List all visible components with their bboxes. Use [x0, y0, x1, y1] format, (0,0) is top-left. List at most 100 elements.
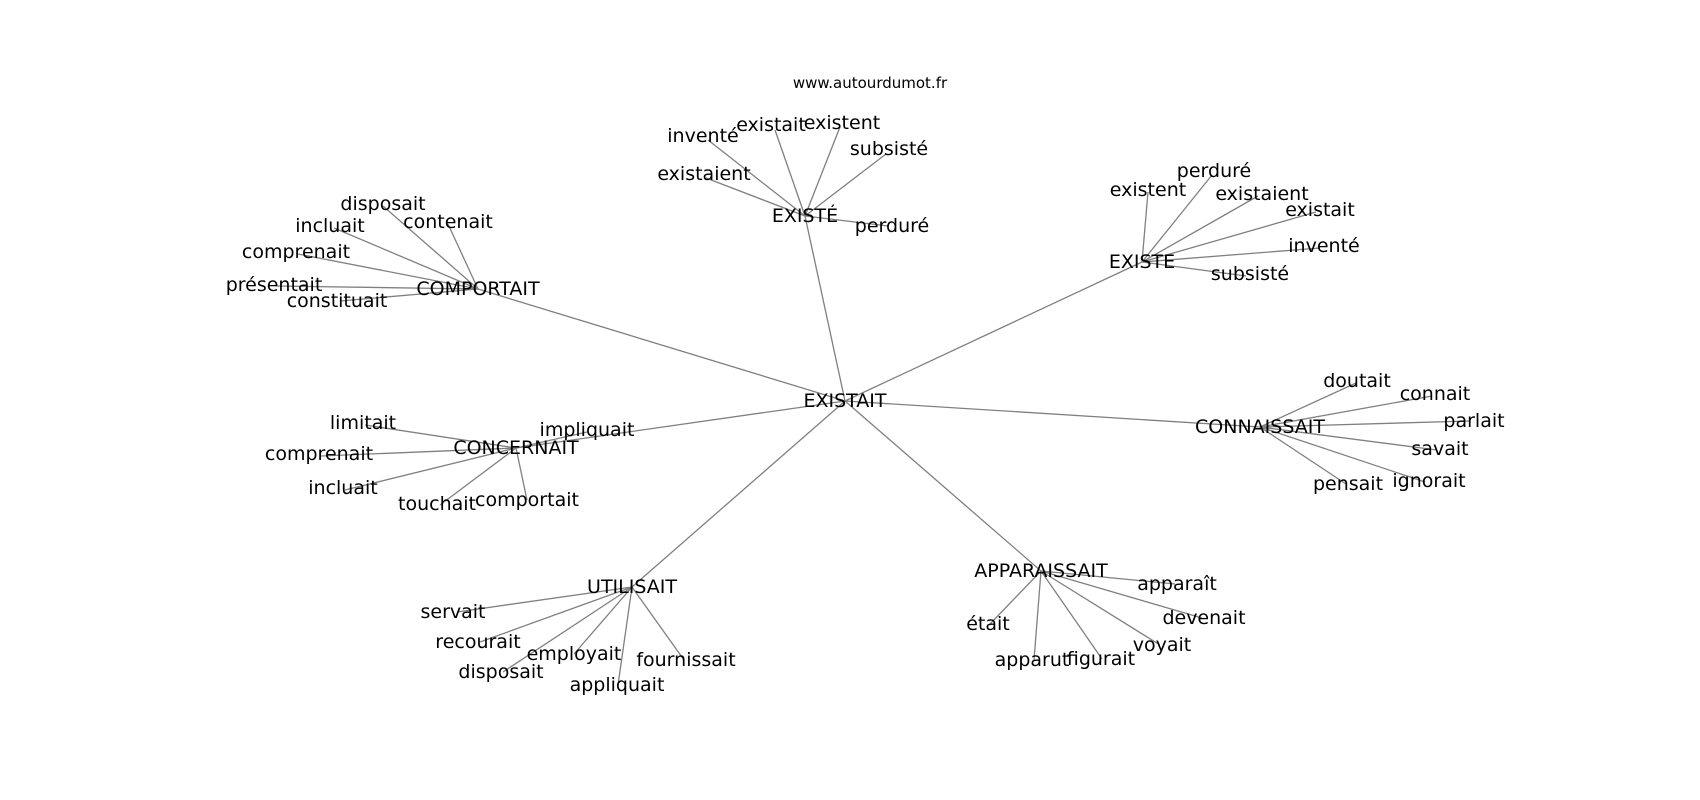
leaf-word[interactable]: figurait: [1067, 648, 1135, 670]
leaf-word[interactable]: apparut: [995, 649, 1070, 671]
edge-hub-leaf: [447, 223, 479, 290]
edge-hub-leaf: [1033, 570, 1042, 661]
leaf-word[interactable]: disposait: [340, 193, 425, 215]
leaf-word[interactable]: existaient: [657, 163, 750, 185]
leaf-word[interactable]: incluait: [295, 215, 364, 237]
leaf-word[interactable]: comprenait: [242, 241, 350, 263]
leaf-word[interactable]: employait: [527, 643, 622, 665]
edge-hub-leaf: [339, 288, 479, 302]
leaf-word[interactable]: touchait: [398, 493, 476, 515]
watermark-text: www.autourdumot.fr: [793, 74, 948, 92]
leaf-word[interactable]: perduré: [855, 215, 929, 237]
leaf-word[interactable]: comportait: [475, 489, 579, 511]
edge-hub-leaf: [479, 586, 633, 643]
edge-hub-leaf: [1141, 191, 1149, 263]
edge-center-hub: [515, 400, 846, 449]
hub-word[interactable]: UTILISAIT: [587, 576, 677, 598]
edge-hub-leaf: [344, 447, 517, 491]
edges-layer: [275, 126, 1471, 686]
hub-word[interactable]: APPARAISSAIT: [974, 560, 1108, 582]
leaf-word[interactable]: contenait: [403, 211, 493, 233]
leaf-word[interactable]: incluait: [308, 477, 377, 499]
leaf-word[interactable]: appliquait: [570, 674, 665, 696]
leaf-word[interactable]: comprenait: [265, 443, 373, 465]
edge-hub-leaf: [333, 227, 479, 290]
leaf-word[interactable]: subsisté: [850, 138, 928, 160]
leaf-word[interactable]: savait: [1411, 438, 1468, 460]
edge-hub-leaf: [617, 586, 633, 686]
edge-hub-leaf: [364, 424, 517, 449]
leaf-word[interactable]: doutait: [1323, 370, 1391, 392]
edge-hub-leaf: [456, 586, 633, 613]
edge-hub-leaf: [1259, 426, 1347, 485]
edge-hub-leaf: [502, 586, 633, 673]
leaf-word[interactable]: limitait: [330, 412, 396, 434]
edge-center-hub: [844, 261, 1143, 402]
leaf-word[interactable]: existait: [1285, 199, 1355, 221]
edge-hub-leaf: [382, 205, 479, 290]
edge-hub-leaf: [1040, 570, 1161, 646]
edge-center-hub: [477, 288, 846, 402]
leaf-word[interactable]: présentait: [226, 274, 323, 296]
edge-hub-leaf: [275, 285, 479, 290]
edge-center-hub: [844, 400, 1042, 572]
edge-hub-leaf: [320, 447, 517, 457]
edge-hub-leaf: [515, 431, 588, 449]
edge-hub-leaf: [1259, 426, 1426, 483]
leaf-word[interactable]: subsisté: [1211, 263, 1289, 285]
leaf-word[interactable]: inventé: [667, 125, 738, 147]
leaf-word[interactable]: constituait: [287, 290, 388, 312]
leaf-word[interactable]: ignorait: [1392, 470, 1465, 492]
leaf-word[interactable]: impliquait: [540, 419, 635, 441]
center-word[interactable]: EXISTAIT: [803, 390, 886, 412]
leaf-word[interactable]: inventé: [1288, 235, 1359, 257]
leaf-word[interactable]: devenait: [1162, 607, 1245, 629]
leaf-word[interactable]: servait: [420, 601, 485, 623]
leaf-word[interactable]: existent: [804, 112, 880, 134]
hub-word[interactable]: EXISTÉ: [772, 204, 838, 227]
edge-hub-leaf: [804, 126, 841, 217]
edge-center-hub: [844, 400, 1261, 428]
leaf-word[interactable]: perduré: [1177, 160, 1251, 182]
edge-hub-leaf: [1259, 395, 1433, 428]
edge-center-hub: [631, 400, 846, 588]
edge-hub-leaf: [707, 139, 806, 217]
leaf-word[interactable]: fournissait: [636, 649, 735, 671]
edge-hub-leaf: [439, 447, 517, 506]
edge-hub-leaf: [1040, 570, 1203, 619]
leaf-word[interactable]: existaient: [1215, 183, 1308, 205]
leaf-word[interactable]: connait: [1400, 383, 1471, 405]
edge-hub-leaf: [804, 215, 889, 227]
leaf-word[interactable]: voyait: [1133, 634, 1191, 656]
labels-layer: www.autourdumot.fr EXISTAIT EXISTÉ inventé…: [226, 74, 1505, 696]
edge-hub-leaf: [774, 129, 806, 217]
leaf-word[interactable]: apparaît: [1137, 573, 1217, 595]
edge-hub-leaf: [1141, 195, 1259, 263]
edge-hub-leaf: [1040, 570, 1103, 660]
edge-hub-leaf: [515, 447, 528, 501]
edge-hub-leaf: [1141, 211, 1317, 263]
leaf-word[interactable]: disposait: [458, 661, 543, 683]
hub-word[interactable]: CONNAISSAIT: [1195, 416, 1325, 438]
edge-hub-leaf: [631, 586, 685, 661]
hub-word[interactable]: CONCERNAIT: [453, 437, 579, 459]
edge-hub-leaf: [1259, 426, 1438, 451]
leaf-word[interactable]: était: [966, 613, 1010, 635]
edge-hub-leaf: [1259, 420, 1471, 428]
edge-hub-leaf: [705, 177, 806, 217]
leaf-word[interactable]: existent: [1110, 179, 1186, 201]
hub-word[interactable]: EXISTE: [1109, 251, 1175, 273]
edge-hub-leaf: [573, 586, 633, 655]
leaf-word[interactable]: existait: [736, 114, 806, 136]
edge-hub-leaf: [989, 570, 1042, 625]
edge-hub-leaf: [1040, 570, 1176, 585]
leaf-word[interactable]: recourait: [435, 631, 520, 653]
hub-word[interactable]: COMPORTAIT: [416, 278, 540, 300]
edge-hub-leaf: [1141, 174, 1213, 263]
edge-center-hub: [804, 215, 846, 402]
leaf-word[interactable]: pensait: [1313, 473, 1383, 495]
edge-hub-leaf: [1141, 261, 1247, 277]
edge-hub-leaf: [1141, 247, 1321, 263]
leaf-word[interactable]: parlait: [1443, 410, 1504, 432]
